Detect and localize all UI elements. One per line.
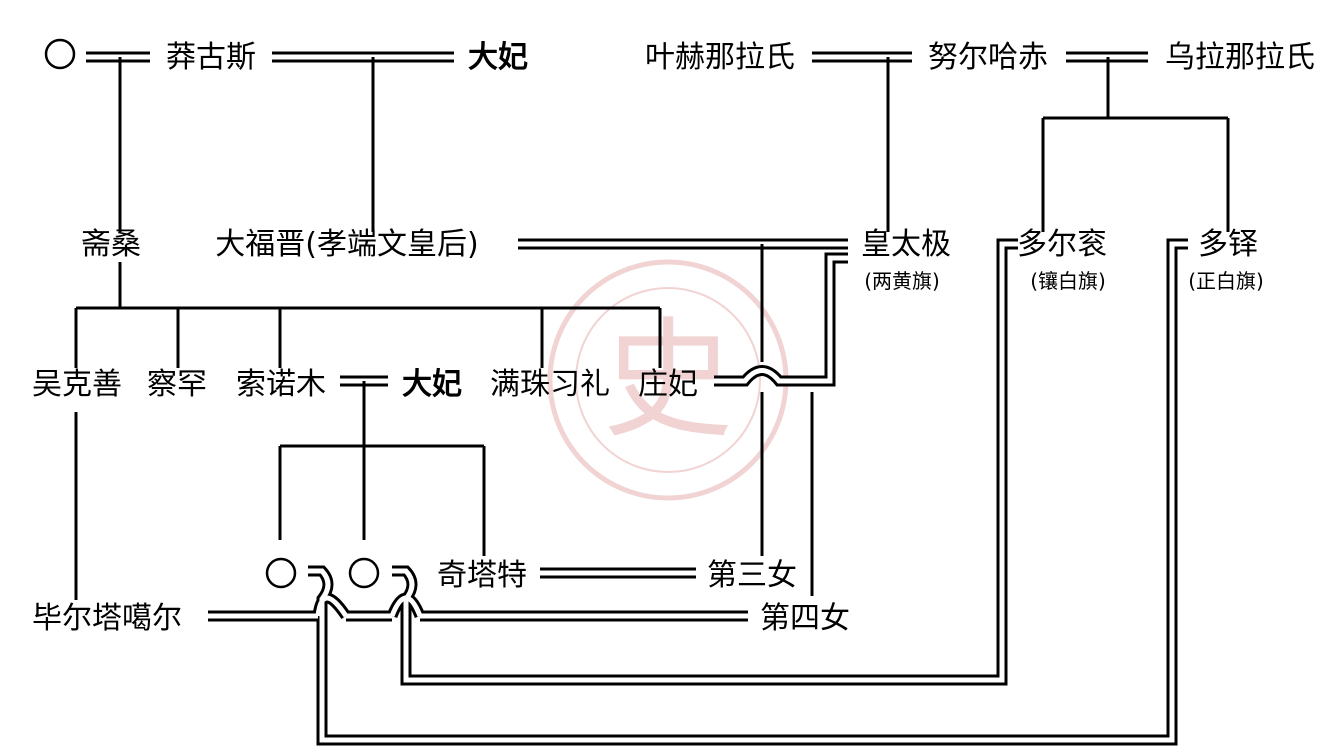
marriage-lines (86, 51, 1188, 746)
person-dodo: 多铎 (1198, 227, 1258, 262)
watermark-glyph: 史 (603, 304, 733, 456)
unknown-person-circle (265, 557, 297, 589)
person-third-daughter: 第三女 (707, 558, 797, 593)
person-nurhaci: 努尔哈赤 (928, 40, 1048, 75)
person-ukesan: 吴克善 (32, 367, 122, 402)
dodo-banner: (正白旗) (1188, 269, 1264, 293)
unknown-persons (44, 38, 380, 589)
person-jaisang: 斋桑 (81, 227, 141, 262)
person-zhuang: 庄妃 (638, 367, 698, 402)
person-yehenara: 叶赫那拉氏 (645, 40, 795, 75)
person-dorgon: 多尔衮 (1017, 227, 1107, 262)
unknown-person-circle (348, 557, 380, 589)
person-manggusi: 莽古斯 (166, 40, 256, 75)
dorgon-banner: (镶白旗) (1030, 269, 1106, 293)
person-sonom: 索诺木 (236, 367, 326, 402)
person-manjusri: 满珠习礼 (490, 367, 610, 402)
person-hong-taiji: 皇太极 (861, 227, 951, 262)
unknown-person-circle (44, 38, 76, 70)
hong-taiji-banner: (两黄旗) (864, 269, 940, 293)
person-consort-2: 大妃 (402, 367, 462, 402)
person-qitate: 奇塔特 (437, 558, 527, 593)
person-bitagar: 毕尔塔噶尔 (32, 601, 182, 636)
watermark-seal: 史 (547, 259, 789, 501)
person-ulanara: 乌拉那拉氏 (1165, 40, 1315, 75)
person-consort-1: 大妃 (468, 40, 528, 75)
person-cahan: 察罕 (147, 367, 207, 402)
person-labels: 莽古斯 大妃 叶赫那拉氏 努尔哈赤 乌拉那拉氏 斋桑 大福晋(孝端文皇后) 皇太… (32, 40, 1315, 636)
person-fourth-daughter: 第四女 (760, 601, 850, 636)
person-grand-fujin: 大福晋(孝端文皇后) (215, 227, 478, 262)
descent-lines (74, 57, 1230, 600)
